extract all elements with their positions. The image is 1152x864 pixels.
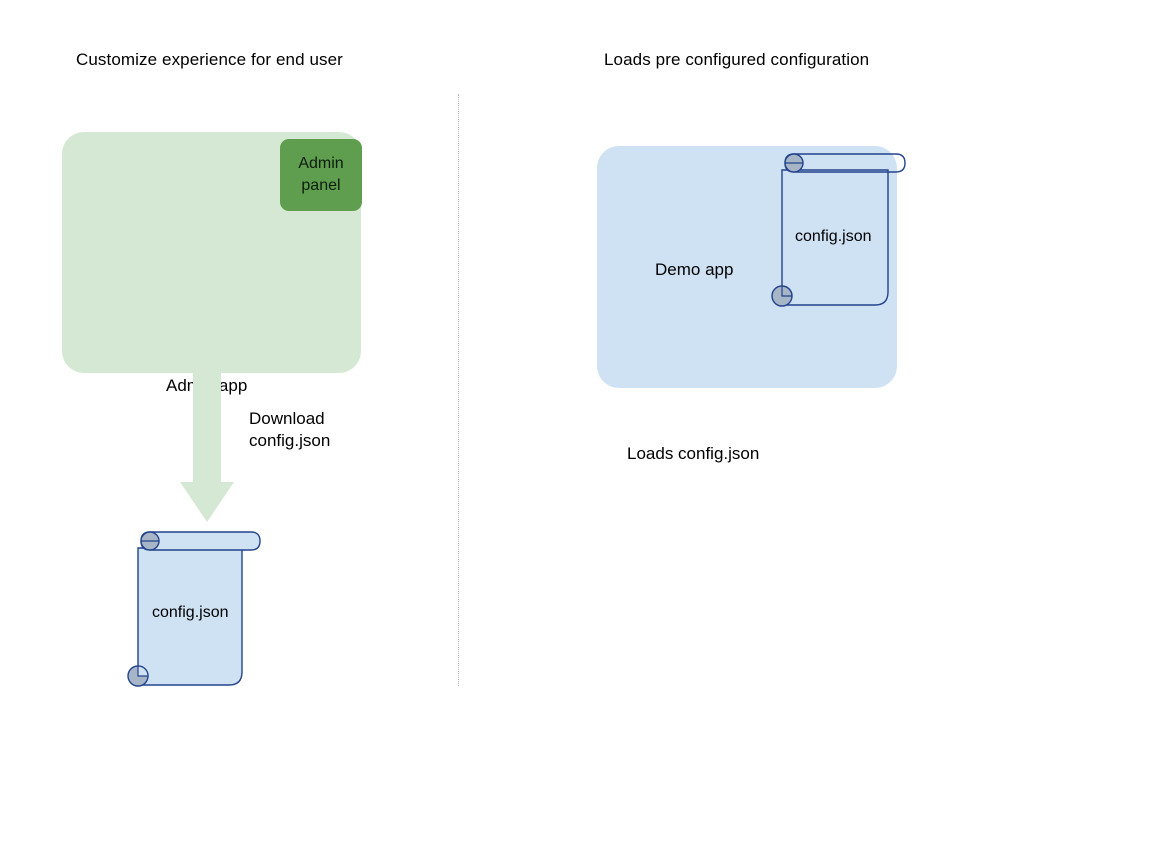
demo-app-box[interactable]: Demo app xyxy=(597,146,897,388)
right-section-title: Loads pre configured configuration xyxy=(604,50,870,69)
download-arrow-label: Download config.json xyxy=(249,408,330,452)
download-arrow-label-line1: Download xyxy=(249,409,325,428)
config-json-right-label: config.json xyxy=(795,228,872,245)
config-json-left-label: config.json xyxy=(152,604,229,621)
admin-panel-label: Admin panel xyxy=(298,153,343,197)
section-divider xyxy=(458,94,460,686)
left-section-title: Customize experience for end user xyxy=(76,50,343,69)
download-arrow-label-line2: config.json xyxy=(249,431,331,450)
admin-app-box[interactable]: Admin app Admin panel xyxy=(62,132,362,395)
config-json-document-right[interactable] xyxy=(765,150,913,314)
demo-app-label: Demo app xyxy=(655,260,734,279)
config-json-document-left[interactable] xyxy=(121,528,269,694)
admin-panel-box[interactable]: Admin panel xyxy=(280,139,362,211)
admin-panel-label-line1: Admin xyxy=(298,155,344,172)
download-arrow-icon xyxy=(180,370,234,522)
admin-panel-label-line2: panel xyxy=(301,177,341,194)
loads-config-caption: Loads config.json xyxy=(627,444,760,463)
